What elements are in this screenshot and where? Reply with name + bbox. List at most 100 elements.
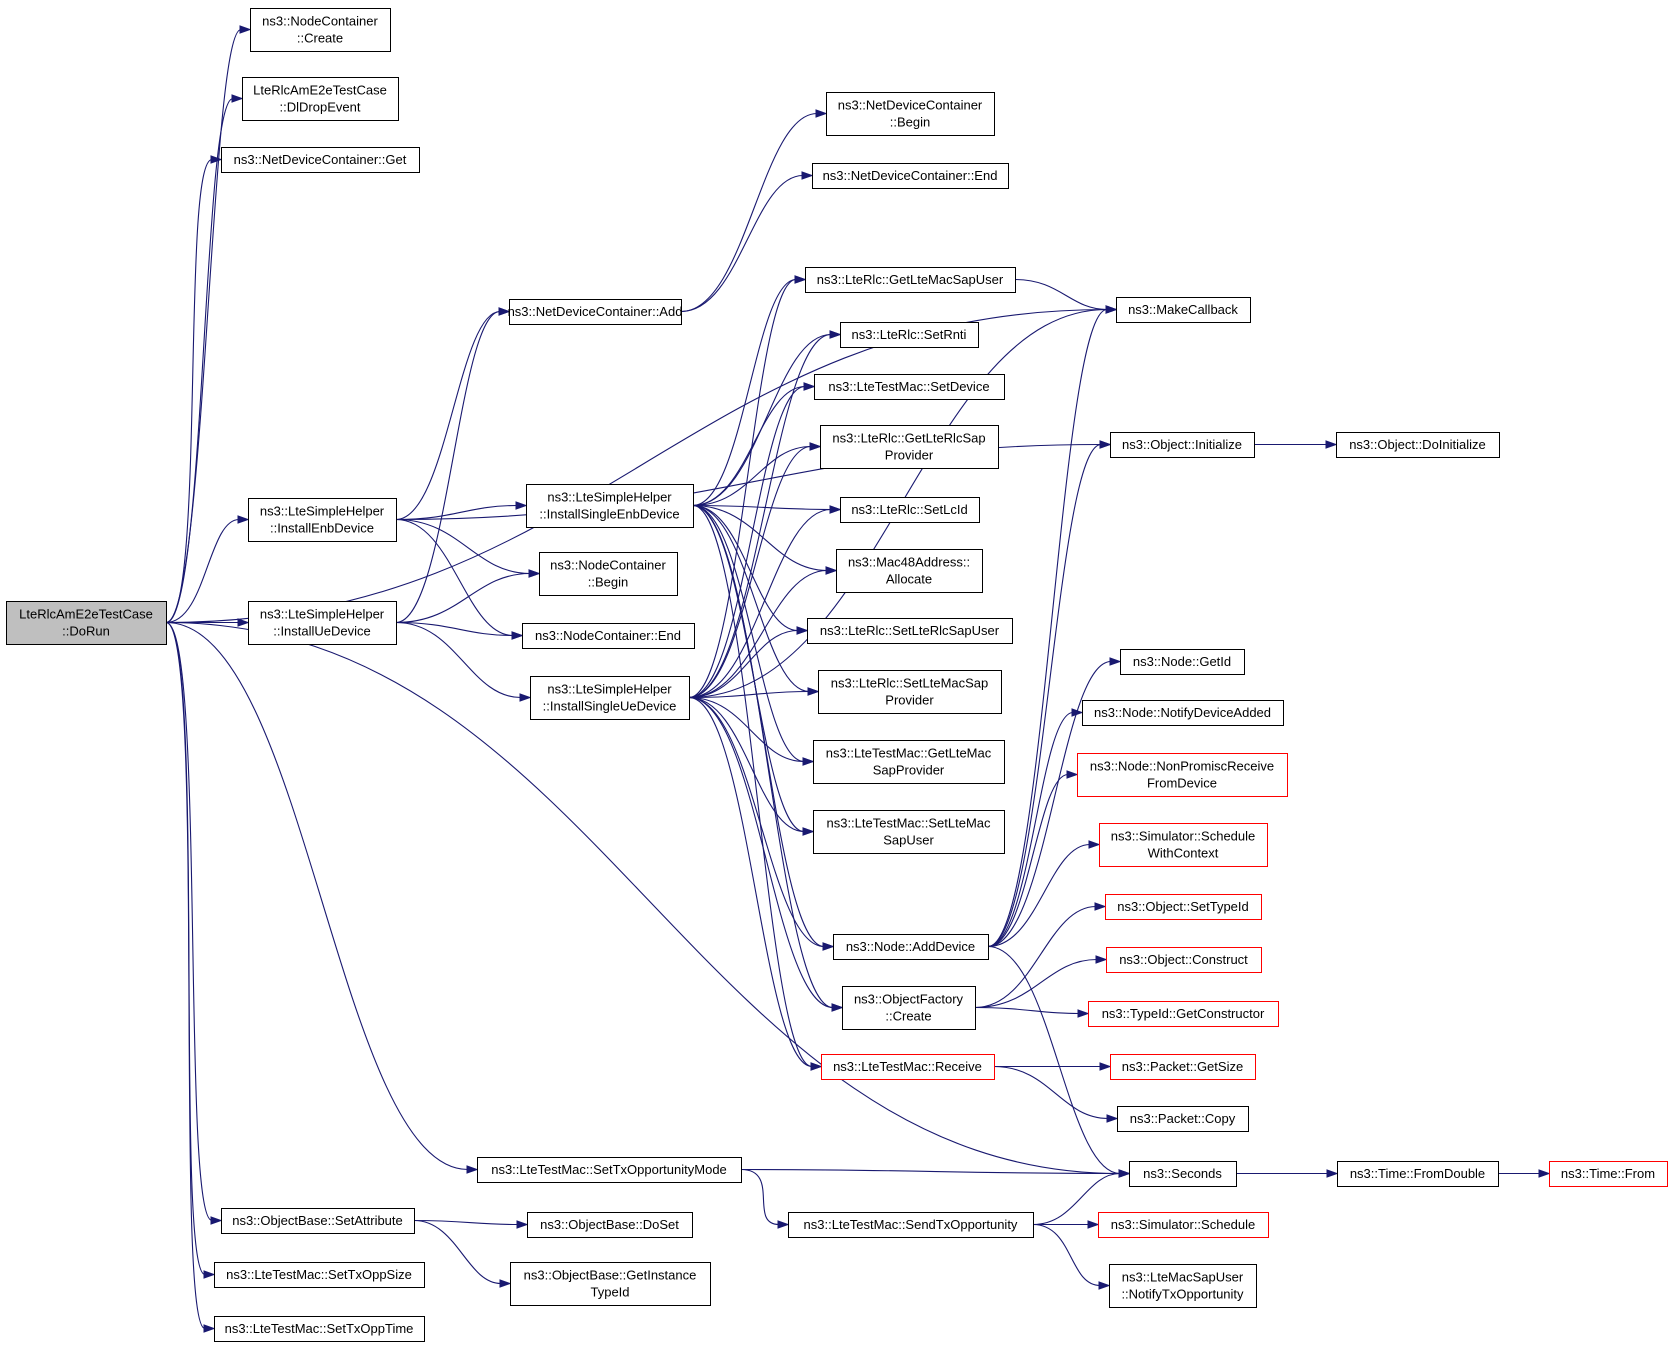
call-edge	[740, 1168, 780, 1226]
node-label: ns3::Node::NonPromiscReceive	[1090, 759, 1274, 774]
call-edge	[974, 958, 1098, 1009]
call-edge	[987, 945, 1121, 1175]
node-label: ns3::Simulator::Schedule	[1111, 829, 1256, 844]
node-ns3-ltetestmac-settxopportunitymode[interactable]: ns3::LteTestMac::SetTxOpportunityMode	[477, 1157, 742, 1183]
node-ns3-ltetestmac-receive[interactable]: ns3::LteTestMac::Receive	[821, 1054, 995, 1080]
arrowhead	[210, 1216, 223, 1225]
node-label: ns3::LteTestMac::SetTxOpportunityMode	[491, 1162, 727, 1177]
node-lterlcame2etestcase-dldropevent[interactable]: LteRlcAmE2eTestCase::DlDropEvent	[242, 77, 399, 121]
node-ns3-lterlc-setlcid[interactable]: ns3::LteRlc::SetLcId	[840, 497, 980, 523]
node-ns3-time-fromdouble[interactable]: ns3::Time::FromDouble	[1337, 1161, 1499, 1187]
node-label: ns3::LteSimpleHelper	[547, 490, 672, 505]
node-label: ns3::Object::SetTypeId	[1117, 899, 1249, 914]
node-label: ns3::Node::GetId	[1133, 654, 1231, 669]
call-edge	[692, 504, 834, 1009]
node-ns3-ltemacsapuser-notifytxopportunity[interactable]: ns3::LteMacSapUser::NotifyTxOpportunity	[1109, 1264, 1257, 1308]
node-ns3-ltetestmac-settxopptime[interactable]: ns3::LteTestMac::SetTxOppTime	[214, 1316, 425, 1342]
node-ns3-netdevicecontainer-end[interactable]: ns3::NetDeviceContainer::End	[812, 163, 1009, 189]
node-label: ::InstallEnbDevice	[270, 521, 374, 536]
call-edge	[395, 518, 514, 637]
node-box	[509, 299, 682, 325]
arrowhead	[807, 687, 820, 696]
call-edge	[688, 508, 832, 699]
node-ns3-netdevicecontainer-begin[interactable]: ns3::NetDeviceContainer::Begin	[826, 92, 995, 136]
node-ns3-seconds[interactable]: ns3::Seconds	[1129, 1161, 1237, 1187]
node-ns3-objectfactory-create[interactable]: ns3::ObjectFactory::Create	[842, 986, 976, 1030]
node-ns3-netdevicecontainer-add[interactable]: ns3::NetDeviceContainer::Add	[508, 299, 683, 325]
call-edge	[165, 158, 213, 624]
node-box	[242, 77, 399, 121]
node-box	[814, 374, 1005, 400]
node-ns3-ltesimplehelper-installenbdevice[interactable]: ns3::LteSimpleHelper::InstallEnbDevice	[248, 498, 397, 542]
node-label: ns3::LteRlc::SetLcId	[851, 502, 967, 517]
node-ns3-makecallback[interactable]: ns3::MakeCallback	[1116, 297, 1251, 323]
arrowhead	[1077, 1009, 1090, 1018]
arrowhead	[777, 1220, 790, 1229]
call-edge	[692, 504, 810, 693]
node-label: SapProvider	[873, 763, 945, 778]
node-ns3-packet-copy[interactable]: ns3::Packet::Copy	[1117, 1106, 1249, 1132]
node-ns3-simulator-schedule[interactable]: ns3::Simulator::Schedule	[1098, 1212, 1269, 1238]
call-edge	[395, 518, 531, 575]
call-edge	[688, 696, 805, 833]
node-ns3-ltetestmac-sendtxopportunity[interactable]: ns3::LteTestMac::SendTxOpportunity	[788, 1212, 1034, 1238]
node-label: ::InstallSingleUeDevice	[543, 699, 677, 714]
node-ns3-object-settypeid[interactable]: ns3::Object::SetTypeId	[1105, 894, 1262, 920]
node-box	[214, 1316, 425, 1342]
arrowhead	[528, 569, 541, 578]
node-ns3-objectbase-doset[interactable]: ns3::ObjectBase::DoSet	[527, 1212, 693, 1238]
call-edge	[987, 443, 1102, 948]
node-ns3-nodecontainer-end[interactable]: ns3::NodeContainer::End	[522, 623, 695, 649]
node-box	[840, 497, 980, 523]
node-lterlcame2etestcase-dorun[interactable]: LteRlcAmE2eTestCase::DoRun	[6, 601, 167, 645]
arrowhead	[1071, 708, 1084, 717]
node-ns3-ltesimplehelper-installsingleuedevice[interactable]: ns3::LteSimpleHelper::InstallSingleUeDev…	[530, 676, 690, 720]
node-ns3-nodecontainer-create[interactable]: ns3::NodeContainer::Create	[250, 8, 391, 52]
node-ns3-lterlc-getltemacsapuser[interactable]: ns3::LteRlc::GetLteMacSapUser	[805, 267, 1016, 293]
arrowhead	[498, 307, 511, 316]
node-label: ns3::Packet::GetSize	[1122, 1059, 1243, 1074]
node-ns3-nodecontainer-begin[interactable]: ns3::NodeContainer::Begin	[539, 552, 678, 596]
node-ns3-ltetestmac-settxoppsize[interactable]: ns3::LteTestMac::SetTxOppSize	[214, 1262, 425, 1288]
node-ns3-node-notifydeviceadded[interactable]: ns3::Node::NotifyDeviceAdded	[1082, 700, 1284, 726]
node-ns3-object-initialize[interactable]: ns3::Object::Initialize	[1110, 432, 1255, 458]
node-label: LteRlcAmE2eTestCase	[253, 83, 387, 98]
node-ns3-node-adddevice[interactable]: ns3::Node::AddDevice	[833, 934, 989, 960]
call-edge	[692, 278, 797, 507]
node-label: Allocate	[886, 572, 932, 587]
node-ns3-objectbase-setattribute[interactable]: ns3::ObjectBase::SetAttribute	[221, 1208, 415, 1234]
call-edge	[688, 696, 805, 763]
node-ns3-packet-getsize[interactable]: ns3::Packet::GetSize	[1110, 1054, 1256, 1080]
call-edge	[1032, 1223, 1101, 1287]
arrowhead	[1087, 1220, 1100, 1229]
node-ns3-time-from[interactable]: ns3::Time::From	[1549, 1161, 1668, 1187]
node-ns3-ltetestmac-setdevice[interactable]: ns3::LteTestMac::SetDevice	[814, 374, 1005, 400]
node-ns3-object-construct[interactable]: ns3::Object::Construct	[1106, 947, 1262, 973]
node-ns3-object-doinitialize[interactable]: ns3::Object::DoInitialize	[1336, 432, 1500, 458]
node-ns3-mac48address-allocate[interactable]: ns3::Mac48Address::Allocate	[836, 549, 983, 593]
arrowhead	[1066, 770, 1079, 779]
call-edge	[680, 174, 804, 313]
node-ns3-ltesimplehelper-installuedevice[interactable]: ns3::LteSimpleHelper::InstallUeDevice	[248, 601, 397, 645]
node-ns3-typeid-getconstructor[interactable]: ns3::TypeId::GetConstructor	[1088, 1001, 1279, 1027]
node-box	[807, 618, 1013, 644]
node-label: ::Begin	[890, 115, 930, 130]
node-label: ns3::ObjectBase::DoSet	[540, 1217, 679, 1232]
call-edge	[395, 572, 531, 624]
node-ns3-ltesimplehelper-installsingleenbdevice[interactable]: ns3::LteSimpleHelper::InstallSingleEnbDe…	[526, 484, 694, 528]
node-ns3-lterlc-setlterlcsapuser[interactable]: ns3::LteRlc::SetLteRlcSapUser	[807, 618, 1013, 644]
node-ns3-node-getid[interactable]: ns3::Node::GetId	[1120, 649, 1245, 675]
arrowhead	[239, 25, 252, 34]
node-ns3-lterlc-setrnti[interactable]: ns3::LteRlc::SetRnti	[840, 322, 979, 348]
node-label: Provider	[885, 448, 934, 463]
node-box	[1110, 1054, 1256, 1080]
call-edge	[395, 621, 522, 699]
node-ns3-netdevicecontainer-get[interactable]: ns3::NetDeviceContainer::Get	[221, 147, 420, 173]
